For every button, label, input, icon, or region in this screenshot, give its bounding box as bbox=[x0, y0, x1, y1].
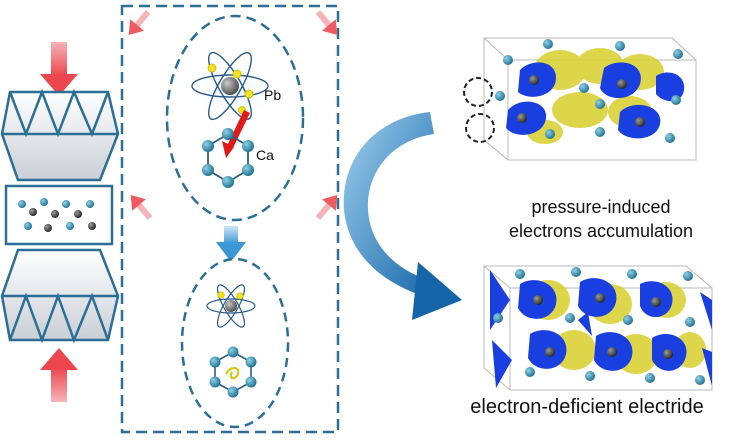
pressure-arrow-bottom-left bbox=[40, 348, 78, 402]
highlight-circles bbox=[463, 77, 495, 143]
lower-anvil bbox=[0, 248, 120, 344]
ca-label: Ca bbox=[256, 147, 274, 163]
caption-electride: electron-deficient electride bbox=[470, 396, 704, 418]
pb-electrons bbox=[207, 63, 254, 114]
transition-arrow-down bbox=[216, 226, 246, 262]
pb-atom-orbitals bbox=[191, 51, 269, 121]
decompressed-cell-ellipse bbox=[180, 257, 290, 429]
caption-accumulation: pressure-induced electrons accumulation bbox=[470, 195, 732, 243]
ca-ring bbox=[202, 128, 254, 188]
pressure-arrow-top-left bbox=[40, 42, 78, 96]
diamond-anvil-cell bbox=[0, 42, 120, 402]
ca-link-arrow bbox=[226, 110, 250, 150]
atoms-top-structure bbox=[495, 39, 683, 143]
pb-atom bbox=[221, 77, 239, 95]
pb-atom-orbitals-small bbox=[206, 284, 256, 328]
atoms-bottom-structure bbox=[493, 267, 705, 385]
electride-structure bbox=[483, 265, 713, 391]
caption-accumulation-line1: pressure-induced bbox=[531, 197, 671, 217]
structure-panel bbox=[120, 4, 340, 434]
pb-electrons-small bbox=[217, 291, 244, 300]
pressure-arrows-ellipse bbox=[128, 10, 338, 220]
sample-atoms bbox=[18, 198, 96, 232]
pb-label: Pb bbox=[264, 87, 282, 103]
accumulation-structure bbox=[463, 37, 697, 161]
pb-atom-small bbox=[225, 300, 237, 312]
sample-chamber bbox=[4, 184, 114, 246]
curved-flow-arrow bbox=[343, 112, 462, 320]
compressed-cell-ellipse bbox=[165, 14, 305, 222]
upper-anvil bbox=[0, 88, 120, 182]
caption-accumulation-line2: electrons accumulation bbox=[508, 221, 694, 241]
ca-ring-small bbox=[209, 346, 257, 398]
